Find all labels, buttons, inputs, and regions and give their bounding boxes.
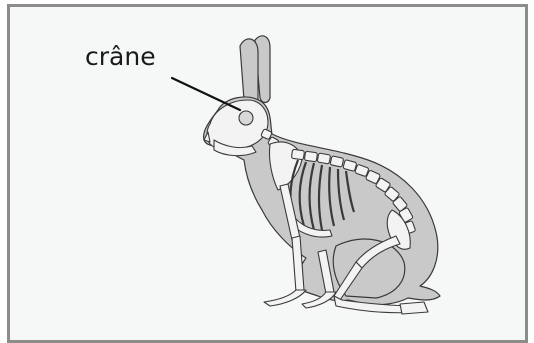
label-leader-line xyxy=(172,78,240,110)
skull-label: crâne xyxy=(85,44,156,69)
hare-ear-front xyxy=(240,39,258,106)
hind-toes-bone xyxy=(400,302,428,314)
front-paw-bone xyxy=(264,290,306,306)
skull-eye-socket xyxy=(239,111,253,125)
